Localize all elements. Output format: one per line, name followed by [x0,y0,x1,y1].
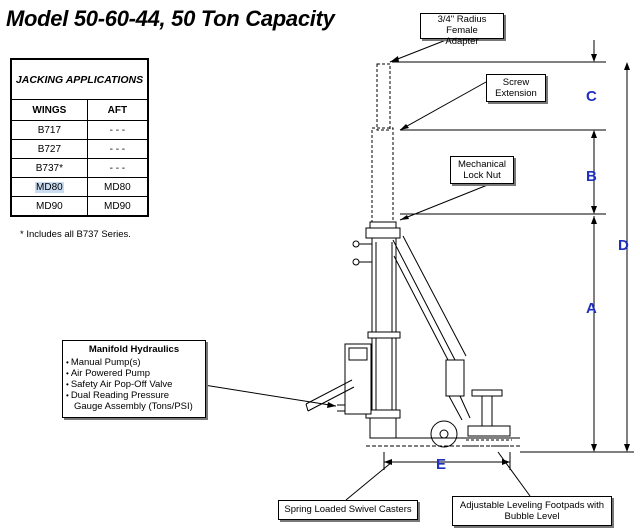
list-item: Manual Pump(s) [66,357,205,368]
main-cylinder [352,221,401,439]
callout-text: Adjustable Leveling Footpads with [459,500,605,511]
dimension-extension-lines [392,61,634,453]
screw-extension-dashed [371,63,394,223]
footnote: * Includes all B737 Series. [20,229,131,240]
manifold-hydraulics-callout: Manifold Hydraulics Manual Pump(s) Air P… [62,340,206,418]
casters-callout: Spring Loaded Swivel Casters [278,500,418,520]
diagonal-leg [392,235,467,361]
pump-handle [305,379,355,412]
table-cell: MD80 [86,177,149,197]
list-item: Air Powered Pump [66,368,205,379]
dimension-label-c: C [586,88,597,105]
table-cell: MD80 [10,177,88,197]
dimension-label-e: E [436,456,447,473]
callout-text: Bubble Level [504,511,560,522]
footpads-callout: Adjustable Leveling Footpads with Bubble… [452,496,612,526]
callout-text: 3/4" Radius Female [437,14,487,36]
table-row: MD90 MD90 [10,196,149,217]
table-cell: MD90 [10,196,88,217]
list-item: Safety Air Pop-Off Valve [66,379,205,390]
dimension-label-b: B [586,168,597,185]
dimension-lines [383,40,628,470]
adapter-callout: 3/4" Radius Female Adapter [420,13,504,47]
manifold-list: Manual Pump(s) Air Powered Pump Safety A… [63,357,205,401]
page-title: Model 50-60-44, 50 Ton Capacity [6,6,335,31]
lock-nut-callout: Mechanical Lock Nut [450,156,514,184]
highlighted-text[interactable]: MD80 [35,181,64,193]
dimension-label-a: A [586,300,597,317]
table-cell: MD90 [86,196,149,217]
callout-text: Lock Nut [463,170,501,181]
table-row: MD80 MD80 [10,177,149,197]
jacking-applications-table: JACKING APPLICATIONS WINGS AFT B717 - - … [10,58,149,217]
pump-reservoir [337,343,372,415]
table-row: B737* - - - [10,158,149,178]
manifold-title: Manifold Hydraulics [88,344,180,355]
callout-text: Adapter [445,36,479,47]
screw-extension-callout: Screw Extension [486,74,546,102]
list-item: Dual Reading Pressure [66,390,205,401]
table-row: B727 - - - [10,139,149,159]
callout-text: Screw [502,77,530,88]
dimension-label-d: D [618,237,629,254]
callout-text: Extension [495,88,537,99]
list-item-continuation: Gauge Assembly (Tons/PSI) [74,401,193,412]
callout-text: Mechanical [457,159,507,170]
dimension-arrowheads [327,54,630,465]
table-cell: B737* [10,158,88,178]
caster-assembly [430,359,471,448]
callout-leaders [203,39,531,501]
